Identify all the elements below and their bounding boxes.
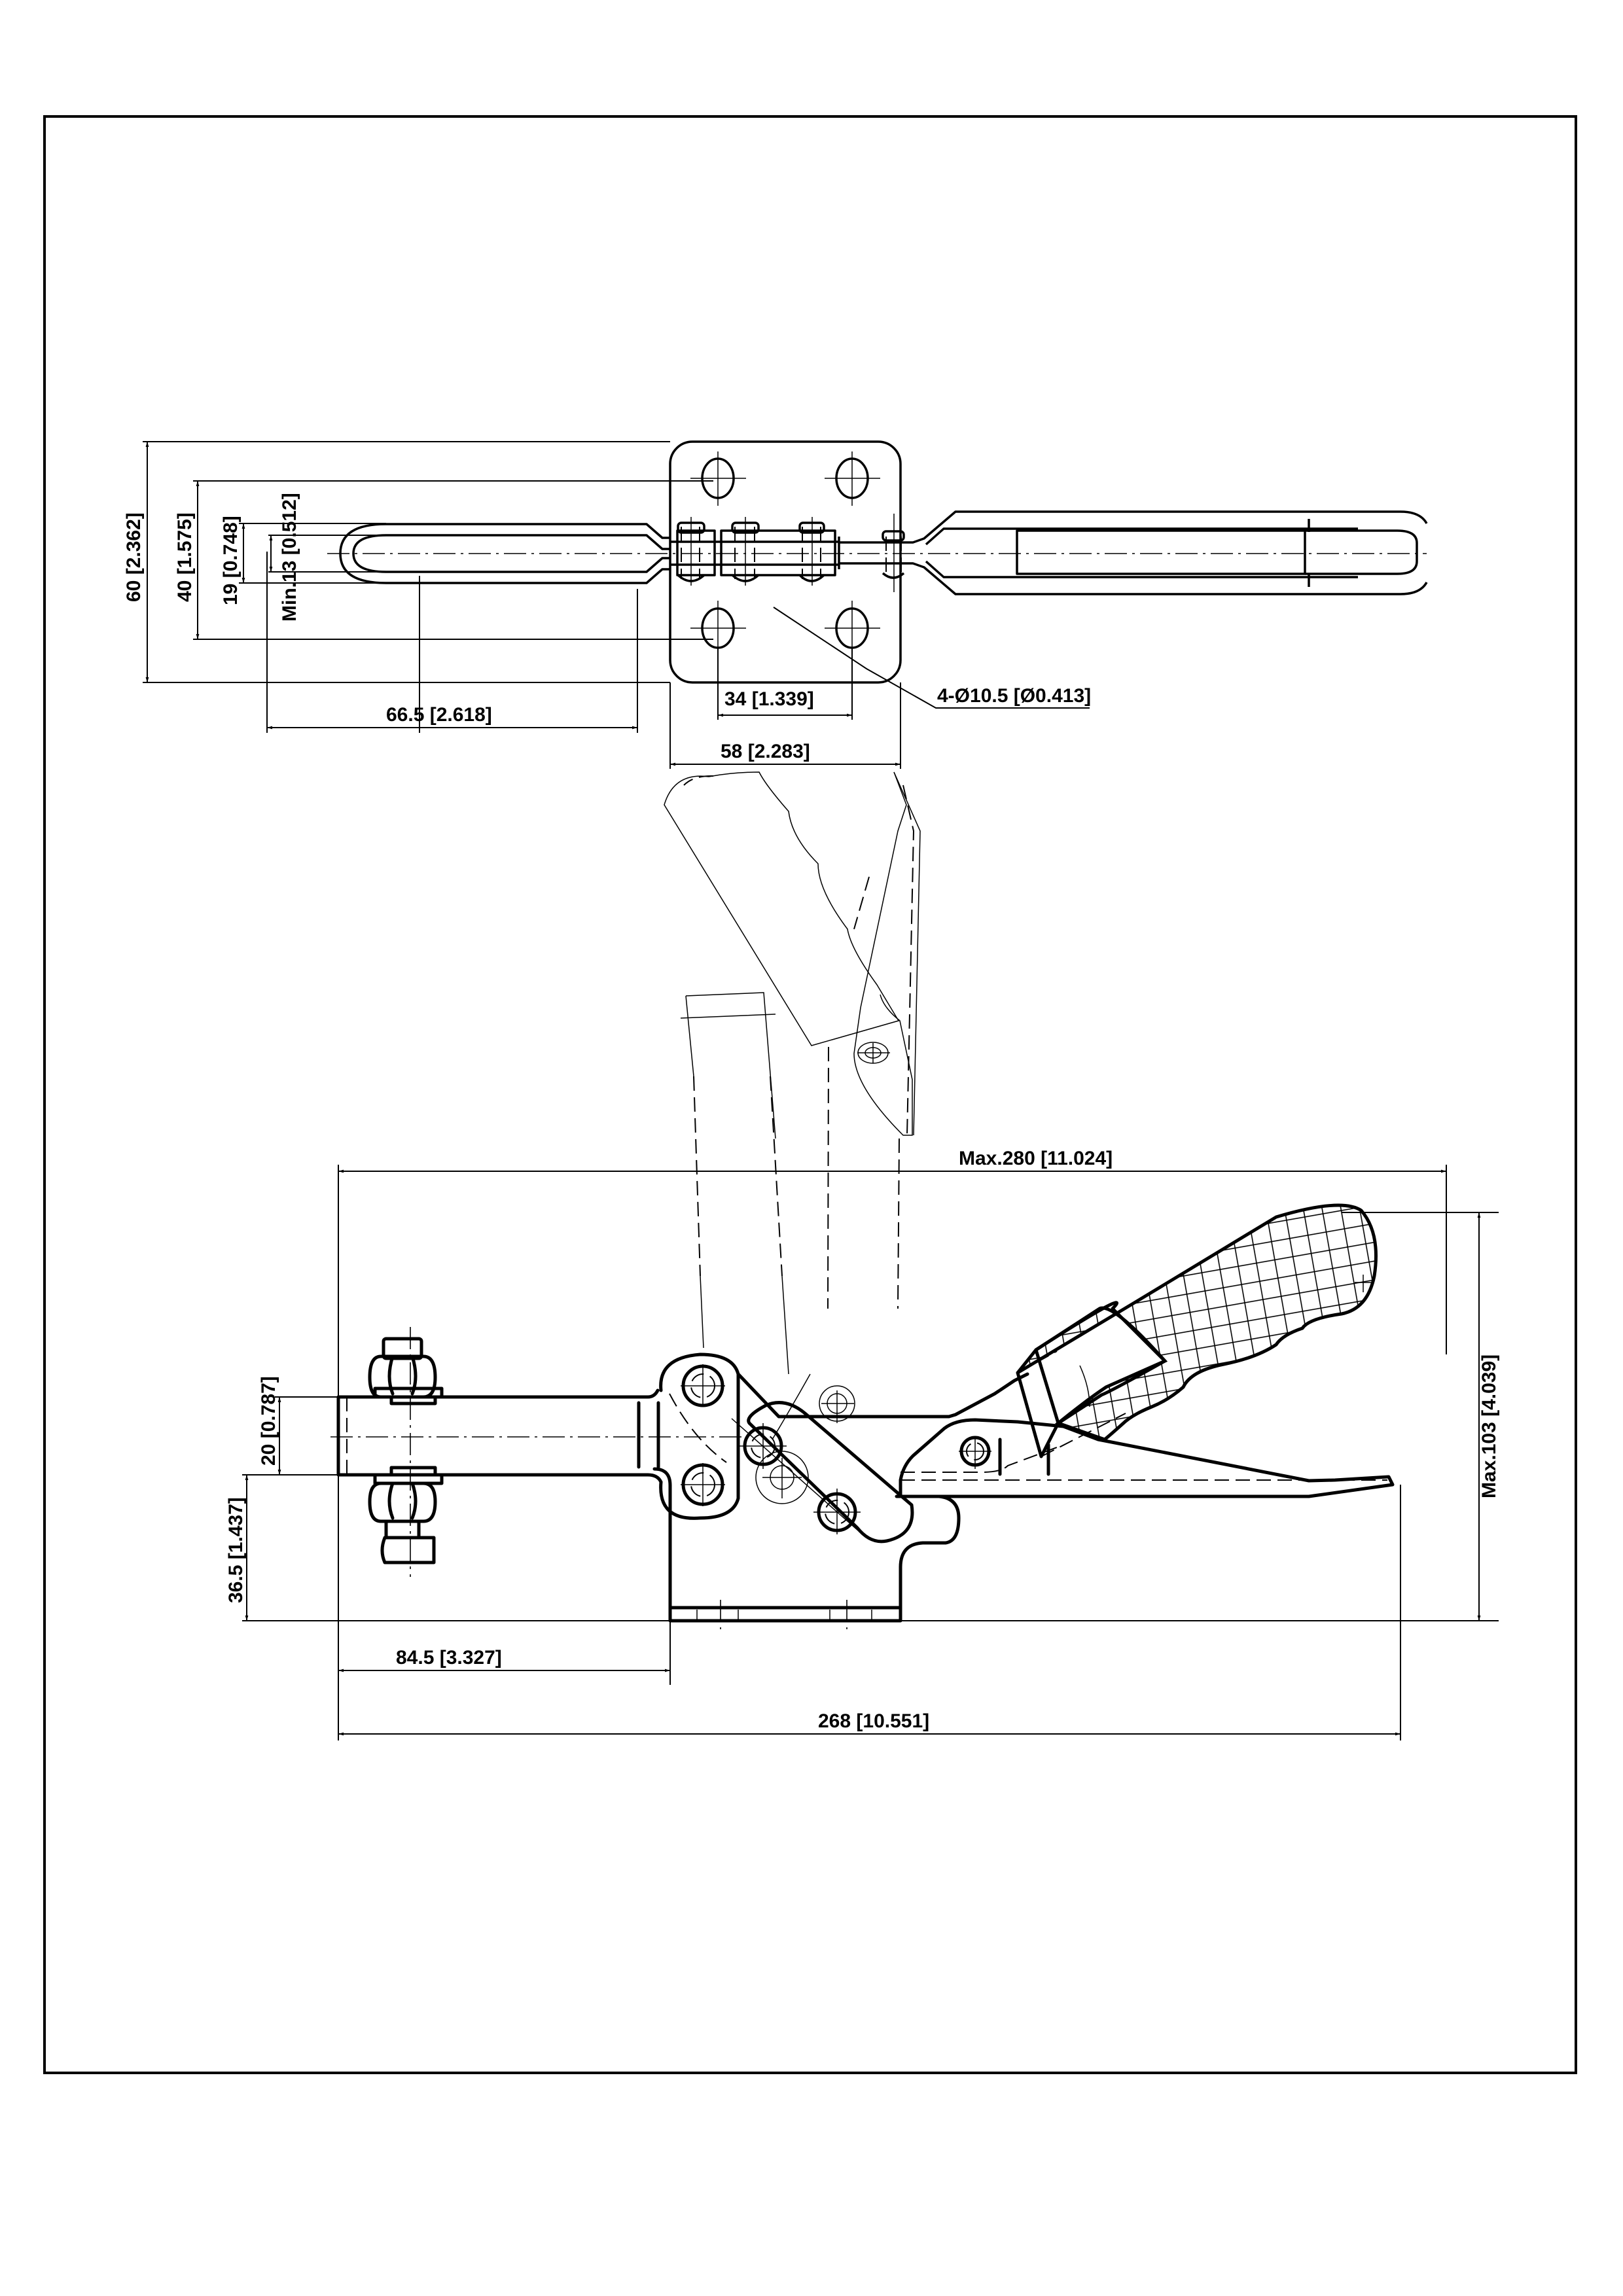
toggle-link [731, 1373, 914, 1544]
side-view [330, 1203, 1395, 1629]
dim-max-height: Max.103 [4.039] [1478, 1354, 1500, 1498]
handle-lever [899, 1372, 1395, 1498]
dim-handle-length: 66.5 [2.618] [386, 704, 492, 726]
open-position-phantom [664, 771, 921, 1375]
side-view-dimensions: Max.280 [11.024] Max.103 [4.039] 20 [0.7… [225, 1148, 1500, 1740]
dim-hole-spacing-horizontal: 34 [1.339] [724, 688, 814, 710]
dim-spindle-height: 36.5 [1.437] [225, 1497, 247, 1603]
dim-spindle-reach: 84.5 [3.327] [396, 1647, 502, 1669]
dim-overall-length: 268 [10.551] [818, 1710, 929, 1732]
dim-hole-spacing-vertical: 40 [1.575] [174, 512, 196, 602]
dim-spindle-bar-width: 20 [0.787] [258, 1376, 279, 1466]
spindle-rod [1016, 529, 1306, 575]
base-plate [669, 440, 902, 684]
spindle-bolt [368, 1327, 444, 1577]
raised-handle-outline [664, 771, 900, 1046]
spindle-holder [659, 1352, 905, 1520]
dim-base-width: 58 [2.283] [721, 741, 810, 762]
dim-handle-slot-min: Min.13 [0.512] [279, 493, 300, 622]
spindle-bar [336, 1388, 663, 1484]
body-right-edge [895, 1494, 961, 1610]
drawing-frame [43, 115, 1577, 2074]
base-foot [668, 1606, 902, 1623]
dim-mounting-holes: 4-Ø10.5 [Ø0.413] [937, 685, 1091, 707]
top-view-dimensions: 60 [2.362] 40 [1.575] 19 [0.748] Min.13 … [123, 441, 1091, 769]
dim-max-length: Max.280 [11.024] [959, 1148, 1113, 1169]
pivot-rail-right [720, 529, 836, 576]
pivot-rail-left [676, 529, 716, 576]
body-left-edge [652, 1467, 672, 1610]
top-view [327, 440, 1428, 684]
dim-handle-width: 19 [0.748] [220, 516, 241, 605]
dim-overall-height: 60 [2.362] [123, 512, 145, 602]
handle-grip-knurled [1016, 1203, 1378, 1441]
